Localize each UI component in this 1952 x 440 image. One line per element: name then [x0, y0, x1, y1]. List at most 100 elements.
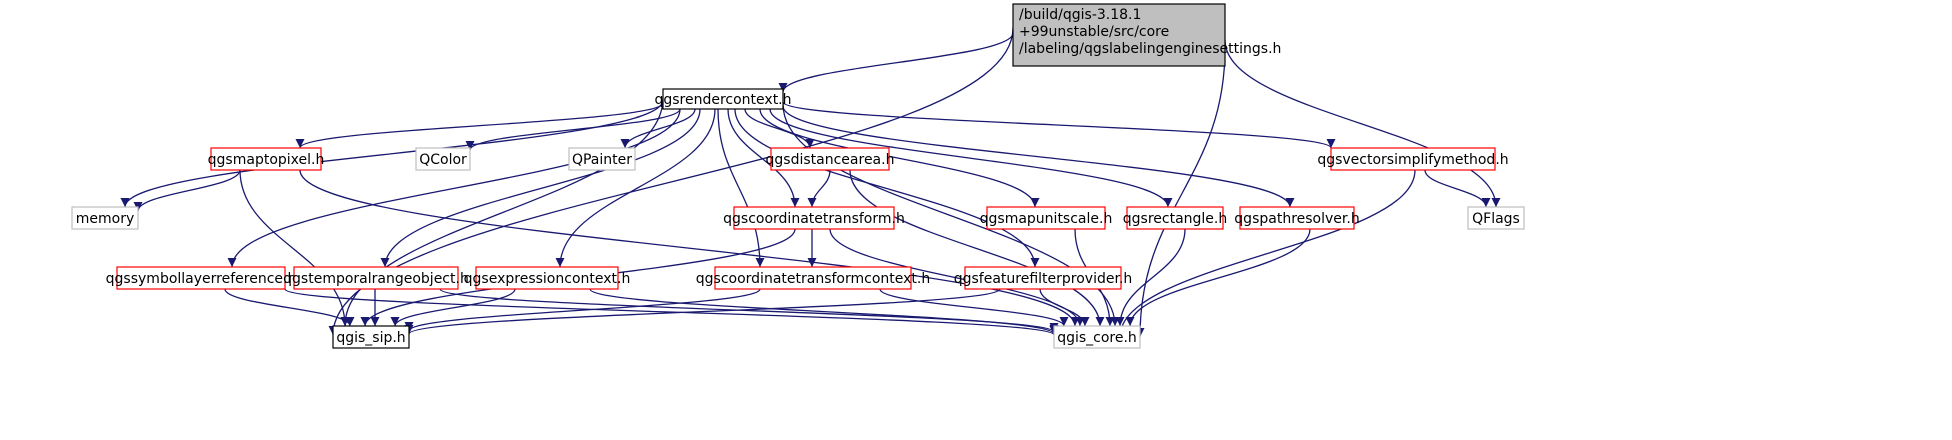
edge-rendercontext-to-pathresolver	[782, 105, 1295, 208]
edge-rendercontext-to-maptopixel	[295, 102, 664, 149]
node-label-root-2: /labeling/qgslabelingenginesettings.h	[1019, 41, 1281, 57]
node-box-distancearea	[770, 147, 890, 171]
node-label-qgissip: qgis_sip.h	[336, 330, 405, 346]
dependency-nodes: /build/qgis-3.18.1+99unstable/src/core/l…	[71, 3, 1525, 349]
node-distancearea[interactable]: qgsdistancearea.h	[766, 147, 895, 171]
edge-rendercontext-to-qcolor	[465, 108, 681, 151]
node-symbollayerref[interactable]: qgssymbollayerreference.h	[106, 266, 297, 290]
edge-maptopixel-to-memory	[133, 169, 241, 212]
node-rectangle[interactable]: qgsrectangle.h	[1123, 206, 1227, 230]
node-box-coordtransformctx	[714, 266, 912, 290]
node-label-qpainter: QPainter	[572, 152, 632, 168]
edge-root-to-qgiscore	[1135, 47, 1226, 338]
node-temporalrange[interactable]: qgstemporalrangeobject.h	[283, 266, 469, 290]
node-qpainter[interactable]: QPainter	[568, 147, 636, 171]
node-label-rectangle: qgsrectangle.h	[1123, 211, 1227, 227]
node-featurefilter[interactable]: qgsfeaturefilterprovider.h	[954, 266, 1133, 290]
node-box-qgissip	[332, 325, 410, 349]
node-label-qgiscore: qgis_core.h	[1057, 330, 1137, 346]
node-label-exprcontext: qgsexpressioncontext.h	[464, 271, 631, 287]
node-label-vectorsimplify: qgsvectorsimplifymethod.h	[1317, 152, 1508, 168]
edge-rectangle-to-qgiscore	[1115, 228, 1186, 327]
node-label-root-1: +99unstable/src/core	[1019, 24, 1169, 40]
node-box-memory	[71, 206, 139, 230]
node-pathresolver[interactable]: qgspathresolver.h	[1234, 206, 1360, 230]
edge-exprcontext-to-qgissip	[390, 288, 516, 327]
node-box-qflags	[1467, 206, 1525, 230]
node-box-coordtransform	[733, 206, 895, 230]
edge-rendercontext-to-exprcontext	[555, 108, 716, 268]
node-box-temporalrange	[293, 266, 459, 290]
node-box-vectorsimplify	[1330, 147, 1496, 171]
node-label-rendercontext: qgsrendercontext.h	[654, 92, 791, 108]
node-box-rectangle	[1126, 206, 1224, 230]
node-box-maptopixel	[210, 147, 322, 171]
node-box-qgiscore	[1053, 325, 1141, 349]
node-qcolor[interactable]: QColor	[415, 147, 471, 171]
node-box-featurefilter	[964, 266, 1122, 290]
node-label-qcolor: QColor	[419, 152, 467, 168]
node-label-mapunitscale: qgsmapunitscale.h	[980, 211, 1113, 227]
edge-symbollayerref-to-qgissip	[224, 288, 355, 327]
node-label-distancearea: qgsdistancearea.h	[766, 152, 895, 168]
node-maptopixel[interactable]: qgsmaptopixel.h	[208, 147, 325, 171]
node-qgissip[interactable]: qgis_sip.h	[332, 325, 410, 349]
edge-pathresolver-to-qgiscore	[1125, 228, 1311, 327]
edge-coordtransformctx-to-qgissip	[404, 288, 761, 332]
node-memory[interactable]: memory	[71, 206, 139, 230]
node-label-memory: memory	[76, 211, 135, 227]
edge-rendercontext-to-featurefilter	[734, 108, 1040, 268]
dependency-edges	[120, 27, 1501, 338]
edge-rendercontext-to-distancearea	[744, 108, 815, 149]
edge-root-to-rendercontext	[778, 32, 1014, 93]
edge-rendercontext-to-qpainter	[620, 108, 696, 149]
node-box-root	[1012, 3, 1226, 67]
edge-distancearea-to-coordtransform	[807, 169, 831, 208]
node-label-coordtransformctx: qgscoordinatetransformcontext.h	[696, 271, 930, 287]
node-label-qflags: QFlags	[1472, 211, 1520, 227]
edge-distancearea-to-qgiscore	[849, 169, 1105, 327]
node-box-rendercontext	[662, 88, 784, 110]
node-label-featurefilter: qgsfeaturefilterprovider.h	[954, 271, 1133, 287]
node-rendercontext[interactable]: qgsrendercontext.h	[654, 88, 792, 110]
node-exprcontext[interactable]: qgsexpressioncontext.h	[464, 266, 631, 290]
node-box-qpainter	[568, 147, 636, 171]
edge-rendercontext-to-temporalrange	[380, 108, 701, 268]
node-label-symbollayerref: qgssymbollayerreference.h	[106, 271, 297, 287]
edge-rendercontext-to-memory	[120, 99, 664, 208]
edge-symbollayerref-to-qgiscore	[284, 288, 1059, 336]
node-label-maptopixel: qgsmaptopixel.h	[208, 152, 325, 168]
edge-root-to-qflags	[1224, 39, 1501, 208]
edge-rendercontext-to-mapunitscale	[759, 108, 1040, 208]
edge-maptopixel-to-qgissip	[239, 169, 350, 327]
edge-exprcontext-to-qgiscore	[589, 288, 1059, 335]
edge-rendercontext-to-coordtransform	[727, 108, 800, 208]
node-root: /build/qgis-3.18.1+99unstable/src/core/l…	[1012, 3, 1281, 67]
edge-vectorsimplify-to-qgiscore	[1115, 169, 1416, 338]
node-mapunitscale[interactable]: qgsmapunitscale.h	[980, 206, 1113, 230]
node-vectorsimplify[interactable]: qgsvectorsimplifymethod.h	[1317, 147, 1509, 171]
node-qflags[interactable]: QFlags	[1467, 206, 1525, 230]
edge-rendercontext-to-coordtransformctx	[717, 108, 765, 268]
edge-rendercontext-to-symbollayerref	[227, 108, 681, 268]
node-label-coordtransform: qgscoordinatetransform.h	[723, 211, 905, 227]
edge-coordtransformctx-to-qgiscore	[879, 288, 1069, 327]
node-label-temporalrange: qgstemporalrangeobject.h	[283, 271, 469, 287]
edge-rendercontext-to-rectangle	[769, 108, 1173, 208]
node-box-pathresolver	[1239, 206, 1355, 230]
edge-featurefilter-to-qgissip	[404, 288, 1001, 335]
node-box-exprcontext	[475, 266, 619, 290]
node-qgiscore[interactable]: qgis_core.h	[1053, 325, 1141, 349]
node-label-root-0: /build/qgis-3.18.1	[1019, 7, 1141, 23]
edge-vectorsimplify-to-qflags	[1424, 169, 1491, 208]
node-label-pathresolver: qgspathresolver.h	[1234, 211, 1359, 227]
edge-maptopixel-to-qgiscore	[299, 169, 1080, 327]
edge-rendercontext-to-vectorsimplify	[782, 101, 1336, 149]
node-box-qcolor	[415, 147, 471, 171]
edge-featurefilter-to-qgiscore	[1039, 288, 1090, 327]
node-box-symbollayerref	[116, 266, 286, 290]
node-box-mapunitscale	[986, 206, 1106, 230]
node-coordtransformctx[interactable]: qgscoordinatetransformcontext.h	[696, 266, 930, 290]
node-coordtransform[interactable]: qgscoordinatetransform.h	[723, 206, 905, 230]
